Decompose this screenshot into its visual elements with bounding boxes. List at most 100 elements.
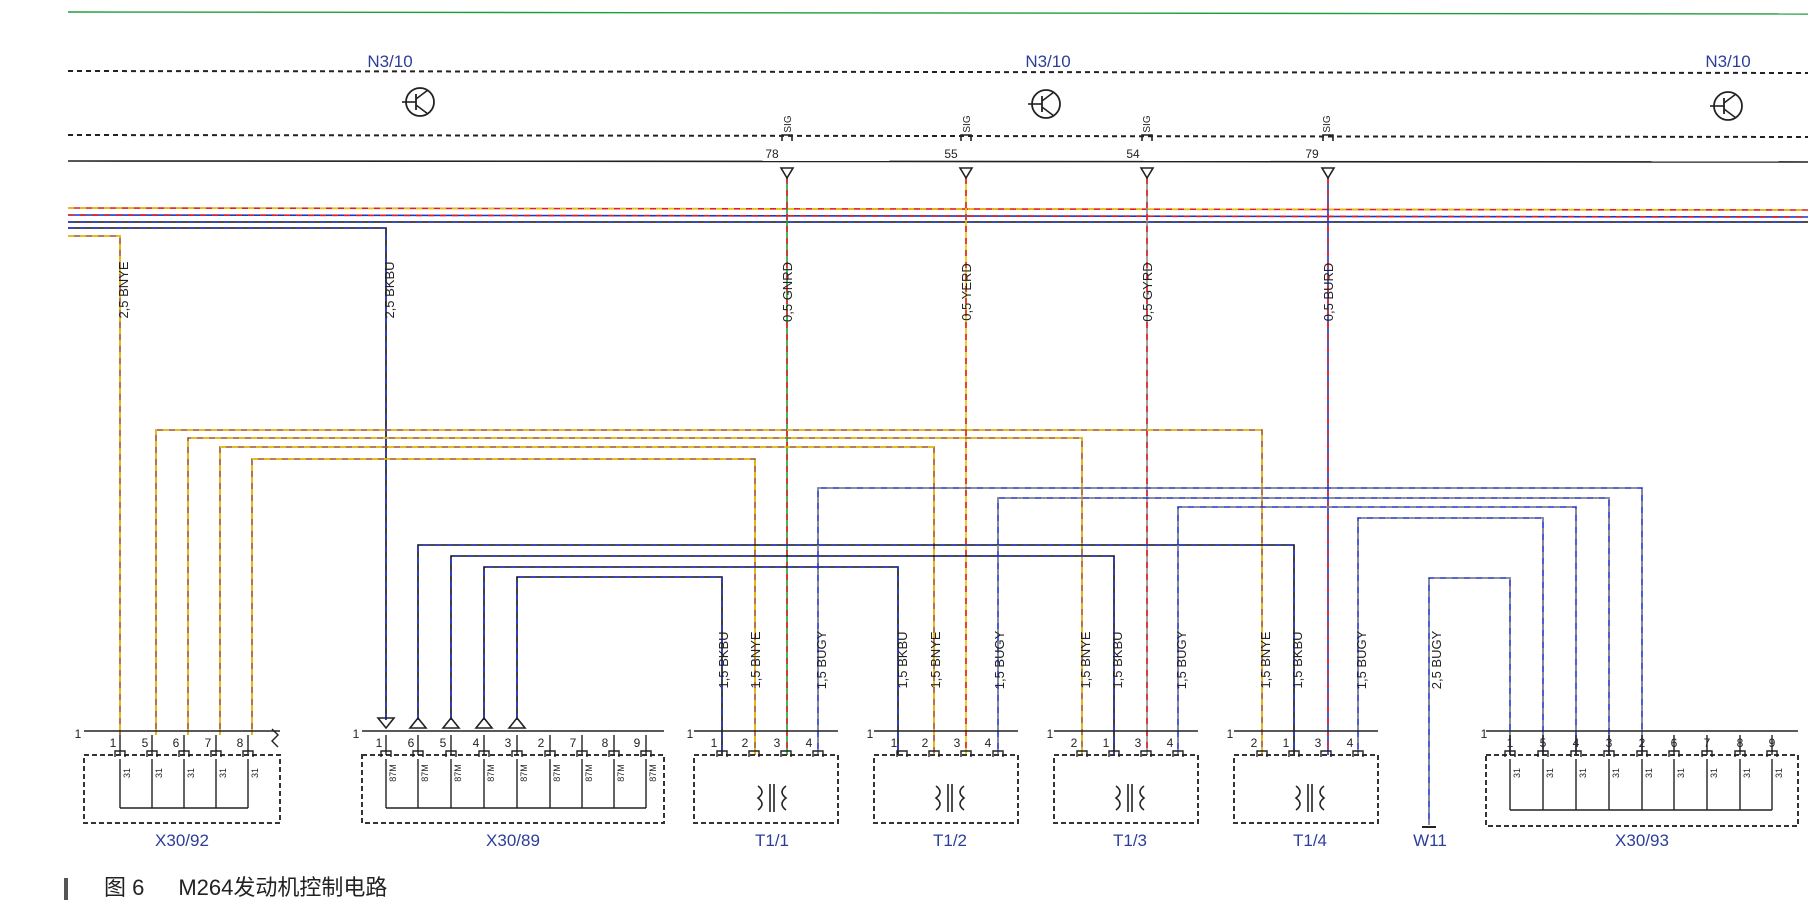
x30-89-pin: 9 (634, 736, 641, 750)
x30-93-pin-terminal (1701, 750, 1713, 757)
t1-1-start: 1 (687, 727, 694, 741)
coil-pin-terminal (1108, 750, 1120, 757)
t1-4-pin: 3 (1315, 736, 1322, 750)
x30-93-term: 31 (1676, 768, 1686, 778)
w11-ground-wire (1428, 577, 1511, 825)
coil-pin-terminal (748, 750, 760, 757)
x30-93-term: 31 (1742, 768, 1752, 778)
w11-ground-wire (1428, 577, 1511, 825)
bnye-branch (251, 458, 756, 755)
x30-93-term: 31 (1545, 768, 1555, 778)
x30-92-term: 31 (218, 768, 228, 778)
t1-2-pin: 1 (891, 736, 898, 750)
coil-pin-terminal (812, 750, 824, 757)
transistor-icon (1723, 93, 1737, 104)
ignition-coil-icon (934, 784, 966, 812)
coil2-wire-a: 1,5 BKBU (895, 631, 910, 688)
x30-93-pin-terminal (1636, 750, 1648, 757)
connector-arrow-icon (408, 716, 428, 729)
bkbu-branch (450, 555, 1115, 755)
t1-1-label: T1/1 (755, 831, 789, 850)
connector-arrow-icon (1139, 167, 1155, 180)
component-layer (83, 87, 1799, 828)
bnye-branch (155, 429, 1263, 755)
connector-arrow-icon (376, 717, 396, 730)
figure-number: 图 6 (104, 875, 145, 900)
coil-pin-terminal (960, 750, 972, 757)
bus-wire (67, 207, 1809, 211)
coil1-wire-c: 1,5 BUGY (814, 630, 829, 689)
feed-wire-bkbu (68, 227, 387, 720)
x30-93-pin-terminal (1603, 750, 1615, 757)
pin-terminal (1322, 134, 1334, 141)
x30-92-term: 31 (154, 768, 164, 778)
x30-89-pin-terminal (380, 750, 392, 757)
t1-4-label: T1/4 (1293, 831, 1327, 850)
top-pin-79: 79 (1305, 147, 1319, 161)
t1-1-pin: 2 (742, 736, 749, 750)
x30-89-pin: 6 (408, 736, 415, 750)
x30-89-term: 87M (519, 764, 529, 782)
coil-pin-terminal (1288, 750, 1300, 757)
wire-layer (67, 11, 1809, 825)
x30-93-pin-terminal (1668, 750, 1680, 757)
x30-89-term: 87M (486, 764, 496, 782)
bnye-branch (251, 458, 756, 755)
ground-wire-label: 2,5 BUGY (1429, 630, 1444, 689)
x30-89-term: 87M (648, 764, 658, 782)
transistor-icon (1723, 108, 1737, 119)
t1-1-pin: 3 (774, 736, 781, 750)
connector-arrow-icon (779, 167, 795, 180)
x30-93-term: 31 (1644, 768, 1654, 778)
connector-arrow-icon (441, 716, 461, 729)
module-label-left: N3/10 (367, 52, 412, 71)
coil-pin-terminal (780, 750, 792, 757)
x30-89-pin-terminal (640, 750, 652, 757)
coil4-wire-a: 1,5 BNYE (1258, 631, 1273, 688)
x30-89-label: X30/89 (486, 831, 540, 850)
break-mark-icon (271, 728, 279, 748)
x30-92-pin: 5 (142, 736, 149, 750)
x30-89-pin: 5 (440, 736, 447, 750)
sig-label-78: SIG (783, 115, 794, 132)
coil3-wire-a: 1,5 BNYE (1078, 631, 1093, 688)
x30-89-box (361, 754, 665, 824)
x30-89-pin-terminal (478, 750, 490, 757)
x30-89-pin-terminal (445, 750, 457, 757)
coil2-wire-c: 1,5 BUGY (992, 630, 1007, 689)
x30-92-pin-terminal (210, 750, 222, 757)
caption-bar (64, 878, 68, 901)
t1-3-box (1053, 754, 1199, 824)
t1-2-start: 1 (867, 727, 874, 741)
x30-92-pin-terminal (242, 750, 254, 757)
module-boundary-solid (67, 160, 1809, 163)
module-boundary-dashed (67, 134, 1809, 138)
x30-92-pin: 8 (237, 736, 244, 750)
t1-2-pin: 4 (985, 736, 992, 750)
coil-pin-terminal (1140, 750, 1152, 757)
coil-pin-terminal (1172, 750, 1184, 757)
connector-arrow-icon (1320, 167, 1336, 180)
x30-89-pin: 1 (376, 736, 383, 750)
x30-93-term: 31 (1774, 768, 1784, 778)
x30-89-term: 87M (420, 764, 430, 782)
bnye-branch (219, 446, 935, 755)
x30-92-term: 31 (122, 768, 132, 778)
wire-label-gnrd: 0,5 GNRD (780, 262, 795, 322)
module-label-center: N3/10 (1025, 52, 1070, 71)
x30-93-pin-terminal (1537, 750, 1549, 757)
x30-93-label: X30/93 (1615, 831, 1669, 850)
connector-arrow-icon (474, 716, 494, 729)
bkbu-branch (483, 566, 899, 755)
x30-89-pin: 3 (505, 736, 512, 750)
coil-pin-terminal (1256, 750, 1268, 757)
coil-pin-terminal (896, 750, 908, 757)
t1-3-label: T1/3 (1113, 831, 1147, 850)
top-pin-54: 54 (1126, 147, 1140, 161)
wire-label-burd: 0,5 BURD (1321, 263, 1336, 322)
x30-92-box (83, 754, 281, 824)
t1-4-pin: 4 (1347, 736, 1354, 750)
bnye-branch (187, 437, 1083, 755)
